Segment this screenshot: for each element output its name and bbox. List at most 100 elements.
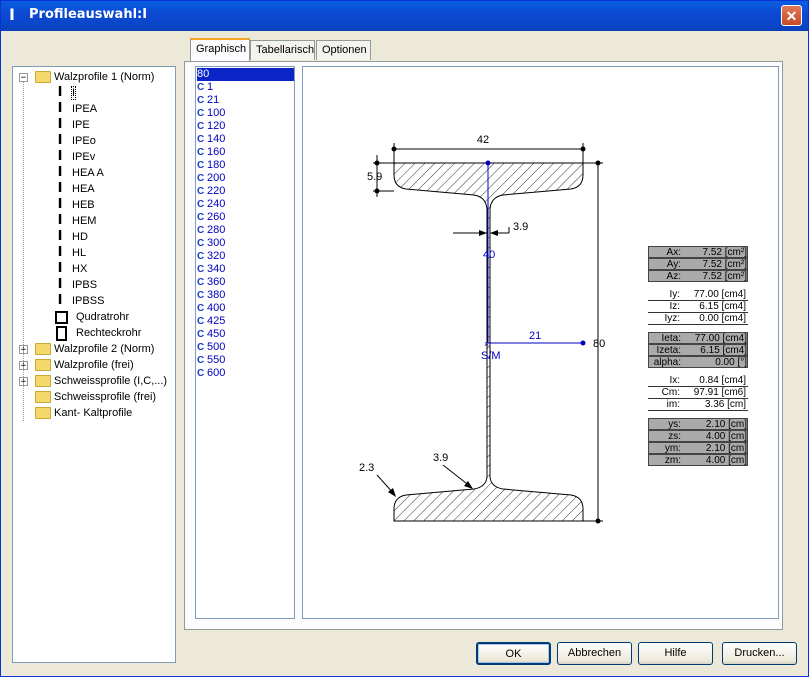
tree-item[interactable]: Schweissprofile (I,C,...)	[35, 373, 167, 389]
property-value: 3.36 [cm]	[704, 399, 746, 410]
property-label: Ay:	[666, 259, 681, 270]
property-value: 6.15 [cm4]	[700, 345, 747, 356]
refresh-icon: C	[197, 251, 205, 262]
i-beam-icon: I	[57, 149, 63, 165]
square-tube-icon	[55, 310, 68, 324]
refresh-icon: C	[197, 316, 205, 327]
i-beam-icon: I	[9, 5, 15, 24]
tree-item[interactable]: Rechteckrohr	[53, 325, 141, 341]
tree-item-label: HEM	[72, 215, 97, 227]
refresh-icon: C	[197, 121, 205, 132]
size-item-selected[interactable]: 80	[197, 68, 294, 81]
print-button[interactable]: Drucken...	[722, 642, 797, 665]
refresh-icon: C	[197, 225, 205, 236]
property-label: alpha:	[653, 357, 681, 368]
tree-item[interactable]: Walzprofile 2 (Norm)	[35, 341, 154, 357]
size-label: 550	[207, 354, 226, 366]
property-value: 6.15 [cm4]	[699, 301, 746, 312]
tree-item[interactable]: Kant- Kaltprofile	[35, 405, 132, 421]
centroid-marker: ×	[484, 339, 489, 349]
property-row: Iy:77.00 [cm4]	[648, 289, 748, 301]
i-beam-icon: I	[57, 133, 63, 149]
property-row: Ay:7.52 [cm²]	[648, 258, 748, 270]
property-value: 7.52 [cm²]	[702, 271, 747, 282]
property-row: alpha:0.00 [°]	[648, 356, 748, 368]
i-beam-icon: I	[57, 293, 63, 309]
title-bar[interactable]: I Profileauswahl:I ✕	[1, 1, 808, 31]
refresh-icon: C	[197, 329, 205, 340]
property-row: Ieta:77.00 [cm4]	[648, 332, 748, 344]
close-button[interactable]: ✕	[781, 5, 802, 26]
dim-width: 42	[477, 134, 489, 146]
ok-button[interactable]: OK	[476, 642, 551, 665]
tree-item[interactable]: Schweissprofile (frei)	[35, 389, 156, 405]
tree-item[interactable]: Walzprofile 1 (Norm)	[35, 69, 154, 85]
property-label: Ieta:	[661, 333, 681, 344]
property-value: 4.00 [cm]	[705, 431, 747, 442]
size-label: 21	[207, 94, 220, 106]
tab-graphisch[interactable]: Graphisch	[190, 38, 250, 61]
cancel-button[interactable]: Abbrechen	[557, 642, 632, 665]
i-beam-icon: I	[57, 181, 63, 197]
refresh-icon: C	[197, 290, 205, 301]
tree-item-label: IPBS	[72, 279, 98, 291]
help-button[interactable]: Hilfe	[638, 642, 713, 665]
tab-tabellarisch[interactable]: Tabellarisch	[250, 40, 315, 60]
refresh-icon: C	[197, 303, 205, 314]
refresh-icon: C	[197, 186, 205, 197]
tree-item-label: Walzprofile (frei)	[54, 359, 134, 371]
refresh-icon: C	[197, 173, 205, 184]
tree-item[interactable]: Qudratrohr	[53, 309, 129, 325]
tree-item-label: Walzprofile 2 (Norm)	[54, 343, 155, 355]
property-label: Iy:	[669, 289, 680, 300]
tree-item[interactable]: Walzprofile (frei)	[35, 357, 134, 373]
refresh-icon: C	[197, 368, 205, 379]
property-label: zm:	[664, 455, 681, 466]
tab-optionen[interactable]: Optionen	[316, 40, 371, 60]
property-row: zs:4.00 [cm]	[648, 430, 748, 442]
property-label: Ax:	[666, 247, 681, 258]
size-label: 180	[207, 159, 226, 171]
window-title: Profileauswahl:I	[29, 7, 148, 22]
size-label: 300	[207, 237, 226, 249]
